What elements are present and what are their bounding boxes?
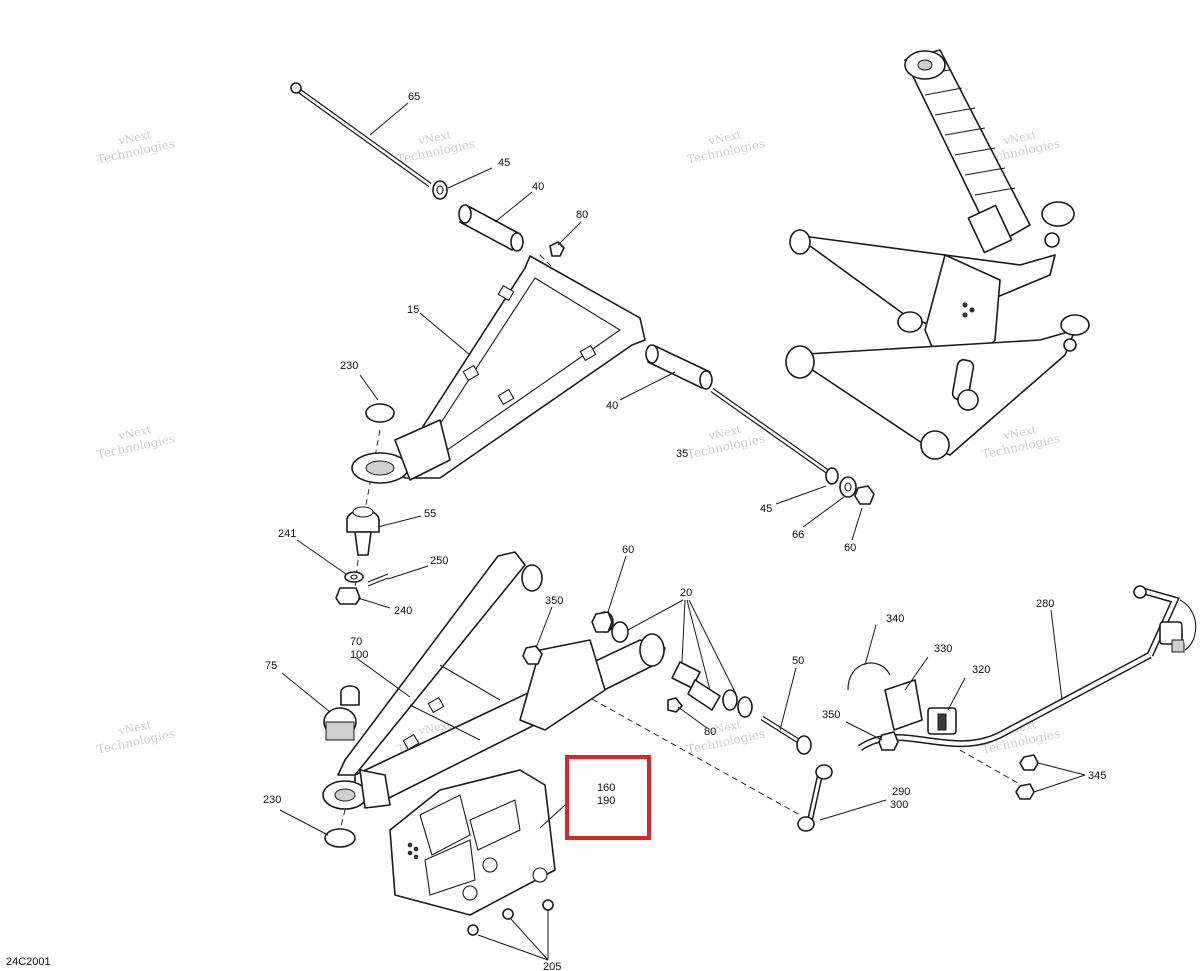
nut-60-lower [591, 611, 613, 633]
sway-bar [857, 585, 1197, 751]
bolt-50 [760, 715, 812, 755]
washer-66 [839, 476, 857, 498]
callout-80: 80 [576, 209, 588, 221]
watermark: vNext Technologies [96, 718, 177, 757]
watermark: vNext Technologies [96, 128, 177, 167]
callout-60-b: 60 [622, 544, 634, 556]
callout-230-b: 230 [263, 794, 281, 806]
watermark: vNext Technologies [396, 128, 477, 167]
sway-bar-bushing-320 [927, 707, 957, 735]
callout-45-b: 45 [760, 503, 772, 515]
watermark: vNext Technologies [981, 423, 1062, 462]
circlip-230-upper [365, 403, 395, 423]
watermark: vNext Technologies [686, 128, 767, 167]
callout-241: 241 [278, 528, 296, 540]
callout-65: 65 [408, 91, 420, 103]
bracket-330 [884, 679, 923, 731]
cotter-pin-250 [367, 573, 389, 587]
callout-340: 340 [886, 613, 904, 625]
callout-250: 250 [430, 555, 448, 567]
callout-40-b: 40 [606, 400, 618, 412]
lower-a-arm [322, 551, 666, 810]
bushings-20 [596, 611, 753, 718]
nut-350-a [522, 645, 543, 665]
washer-241 [344, 571, 364, 583]
bushing-40-upper [458, 204, 524, 252]
callout-160: 160 [597, 782, 615, 794]
callout-280: 280 [1036, 598, 1054, 610]
callout-240: 240 [394, 605, 412, 617]
callout-320: 320 [972, 664, 990, 676]
callout-20: 20 [680, 587, 692, 599]
callout-75: 75 [265, 660, 277, 672]
nut-80-lower [667, 697, 683, 713]
watermark: vNext Technologies [96, 423, 177, 462]
watermark: vNext Technologies [686, 423, 767, 462]
washer-45-upper [432, 180, 448, 200]
callout-50: 50 [792, 655, 804, 667]
callout-290: 290 [892, 786, 910, 798]
callout-330: 330 [934, 643, 952, 655]
nut-350-b [878, 731, 899, 751]
callout-15: 15 [407, 304, 419, 316]
callout-205: 205 [543, 961, 561, 971]
assembled-view [785, 49, 1090, 460]
watermark: vNext Technologies [981, 718, 1062, 757]
ball-joint-55 [346, 506, 380, 556]
washer-45-lower [825, 467, 839, 485]
upper-a-arm [351, 255, 646, 484]
bushing-40-lower [645, 344, 713, 390]
callout-350-b: 350 [822, 709, 840, 721]
callout-345: 345 [1088, 770, 1106, 782]
nut-60-upper [854, 485, 875, 505]
callout-55: 55 [424, 508, 436, 520]
callout-100: 100 [350, 649, 368, 661]
callout-66: 66 [792, 529, 804, 541]
callout-190: 190 [597, 795, 615, 807]
upper-pivot-bolt [290, 82, 432, 188]
callout-80-b: 80 [704, 726, 716, 738]
callout-350: 350 [545, 595, 563, 607]
castle-nut-240 [335, 587, 361, 605]
leader-lines [279, 102, 1086, 961]
diagram-code: 24C2001 [6, 956, 51, 968]
nut-80-upper [549, 241, 565, 257]
callout-230: 230 [340, 360, 358, 372]
callout-70: 70 [350, 636, 362, 648]
callout-40: 40 [532, 181, 544, 193]
callout-35: 35 [676, 448, 688, 460]
callouts: 65 45 40 80 15 230 40 35 55 45 66 60 241… [263, 91, 1106, 971]
highlight-box [565, 755, 651, 840]
u-bolt-340 [847, 662, 891, 691]
sway-bar-link-290 [797, 764, 833, 832]
circlip-230-lower [324, 828, 356, 848]
skid-plate [389, 769, 556, 916]
nuts-345 [1015, 754, 1039, 800]
callout-300: 300 [890, 799, 908, 811]
ball-joint-75 [323, 685, 360, 741]
pivot-bolt-35 [710, 387, 830, 475]
callout-45: 45 [498, 157, 510, 169]
callout-60: 60 [844, 542, 856, 554]
